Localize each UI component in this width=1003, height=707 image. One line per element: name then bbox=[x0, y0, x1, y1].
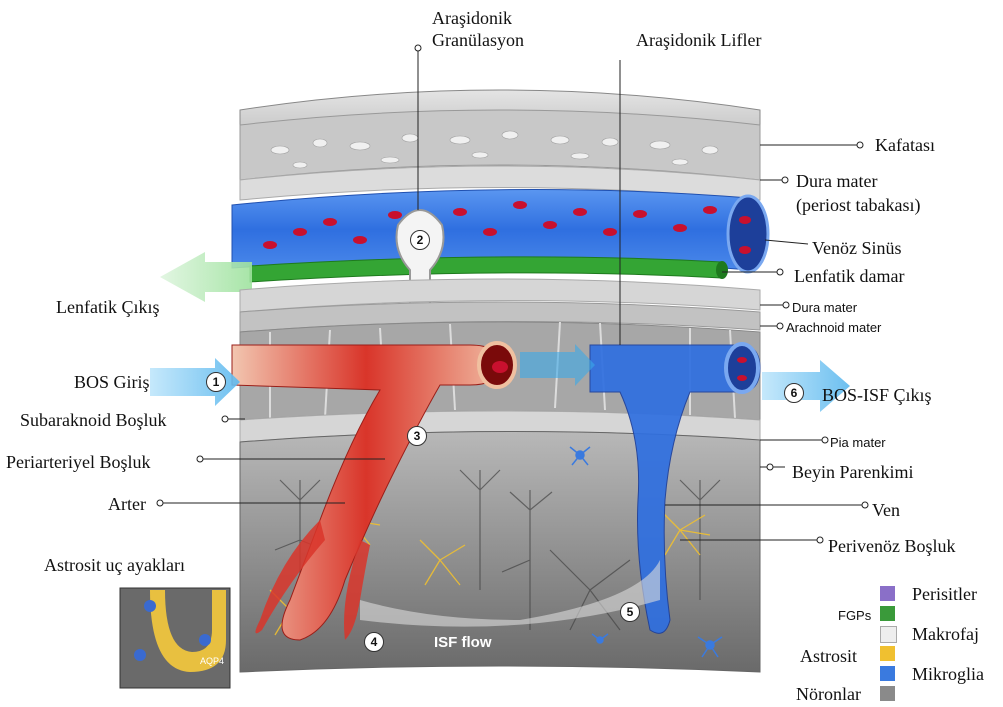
label-vein: Ven bbox=[872, 500, 900, 520]
label-skull: Kafatası bbox=[875, 135, 935, 155]
legend-label-astrocyte: Astrosit bbox=[800, 646, 857, 666]
step-1-badge: 1 bbox=[206, 372, 226, 392]
label-brain-parenchyma: Beyin Parenkimi bbox=[792, 462, 913, 482]
label-pia-mater: Pia mater bbox=[830, 433, 886, 453]
legend-label-macrophage: Makrofaj bbox=[912, 624, 979, 644]
csf-inflow-arrow bbox=[150, 358, 240, 406]
step-6-badge: 6 bbox=[784, 383, 804, 403]
legend-swatch-astrocyte bbox=[880, 646, 895, 661]
label-granulation-2: Granülasyon bbox=[432, 30, 524, 50]
step-5-badge: 5 bbox=[620, 602, 640, 622]
label-lymph-exit: Lenfatik Çıkış bbox=[56, 297, 159, 317]
legend-swatch-pericytes bbox=[880, 586, 895, 601]
step-3-badge: 3 bbox=[407, 426, 427, 446]
venous-sinus-end bbox=[728, 196, 768, 272]
label-astro-endfeet: Astrosit uç ayakları bbox=[44, 555, 185, 575]
legend-swatch-fgps bbox=[880, 606, 895, 621]
label-fibers: Araşidonik Lifler bbox=[636, 30, 761, 50]
step-4-badge: 4 bbox=[364, 632, 384, 652]
label-dura-periost-1: Dura mater bbox=[796, 171, 877, 191]
legend-swatch-microglia bbox=[880, 666, 895, 681]
label-perivenous: Perivenöz Boşluk bbox=[828, 536, 956, 556]
legend-label-fgps: FGPs bbox=[838, 606, 871, 626]
label-csf-inflow: BOS Giriş bbox=[74, 372, 150, 392]
label-arachnoid-mater: Arachnoid mater bbox=[786, 318, 881, 338]
label-dura-mater: Dura mater bbox=[792, 298, 857, 318]
label-lymph-vessel: Lenfatik damar bbox=[794, 266, 904, 286]
label-subarachnoid: Subaraknoid Boşluk bbox=[20, 410, 167, 430]
label-venous-sinus: Venöz Sinüs bbox=[812, 238, 902, 258]
label-granulation-1: Araşidonik bbox=[432, 8, 512, 28]
legend-label-pericytes: Perisitler bbox=[912, 584, 977, 604]
legend-swatch-neurons bbox=[880, 686, 895, 701]
vein-lumen bbox=[726, 344, 758, 392]
step-2-badge: 2 bbox=[410, 230, 430, 250]
legend-label-neurons: Nöronlar bbox=[796, 684, 861, 704]
legend-label-microglia: Mikroglia bbox=[912, 664, 984, 684]
label-artery: Arter bbox=[108, 494, 146, 514]
label-aqp4: AQP4 bbox=[200, 656, 224, 666]
label-periarterial: Periarteriyel Boşluk bbox=[6, 452, 150, 472]
label-isf-flow: ISF flow bbox=[434, 633, 492, 653]
legend-swatch-macrophage bbox=[880, 626, 897, 643]
label-csf-isf-exit: BOS-ISF Çıkış bbox=[822, 385, 932, 405]
label-dura-periost-2: (periost tabakası) bbox=[796, 195, 920, 215]
